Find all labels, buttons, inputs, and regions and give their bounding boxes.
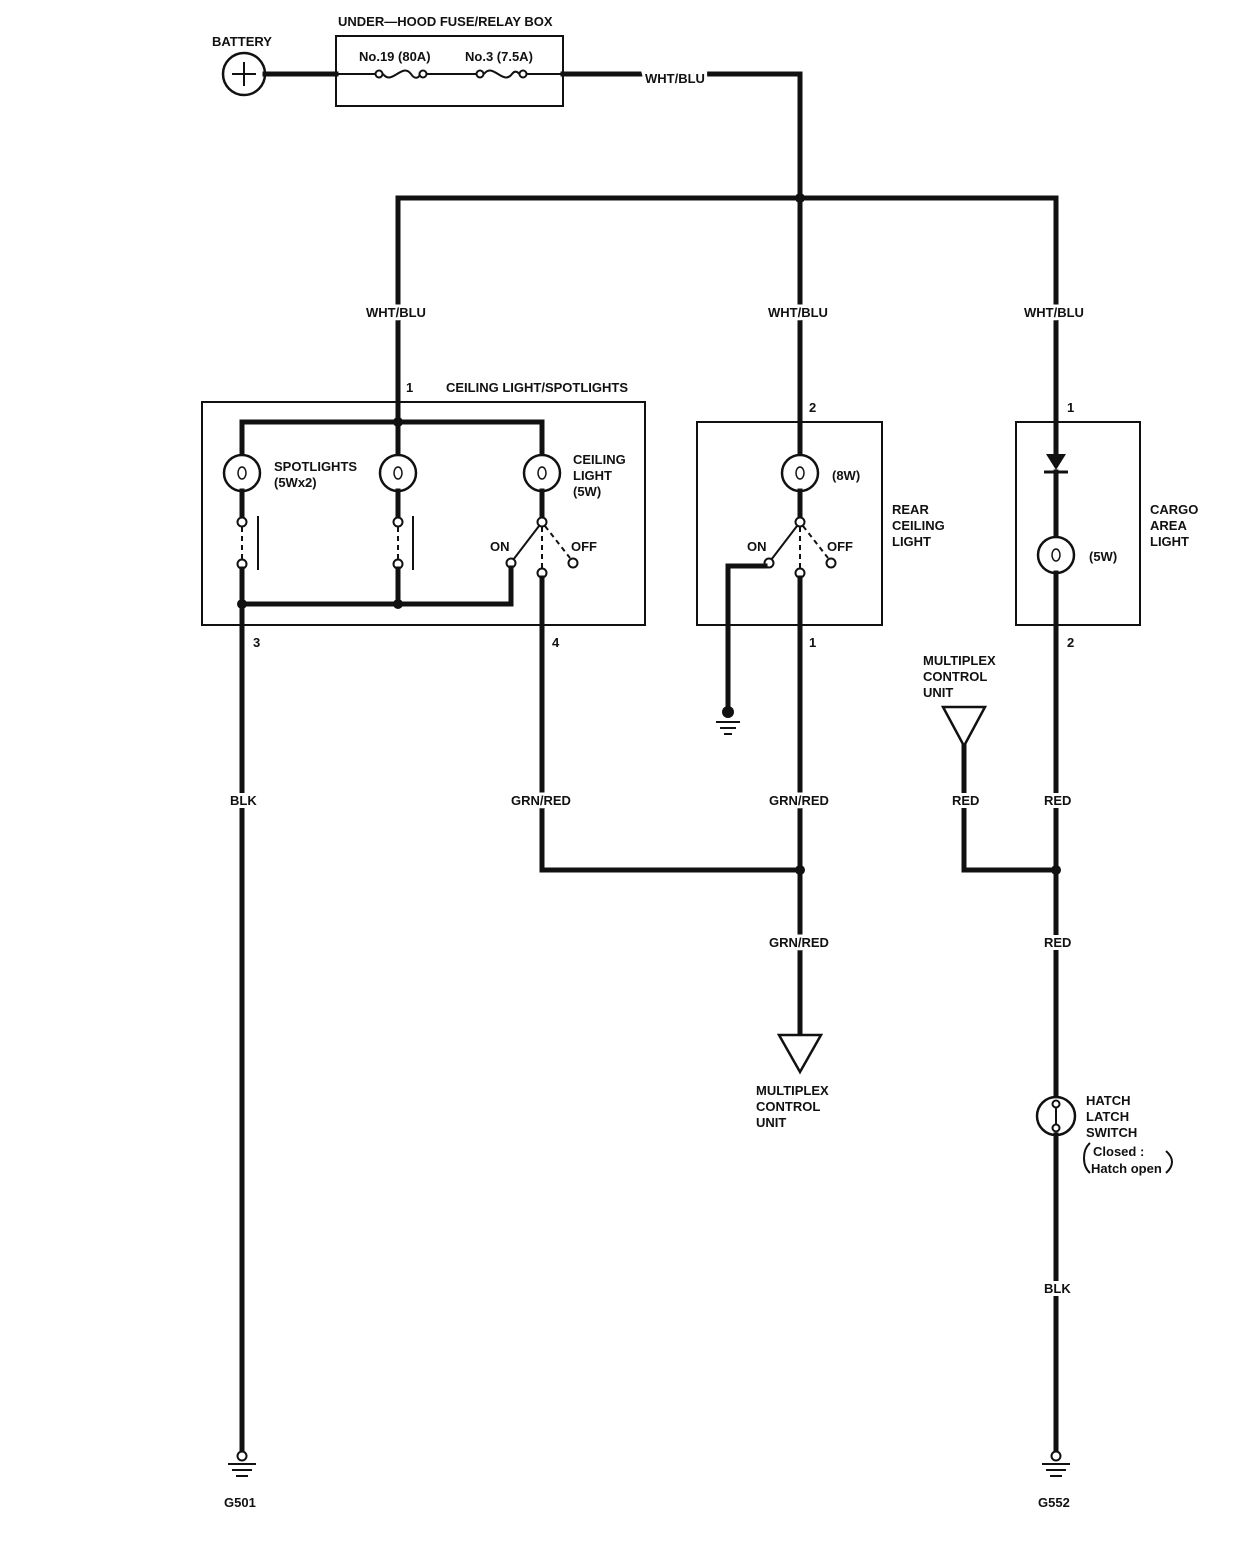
spotlights-label: SPOTLIGHTS — [274, 459, 357, 474]
fuse-box-title: UNDER—HOOD FUSE/RELAY BOX — [338, 14, 553, 29]
fuse-19-label: No.19 (80A) — [359, 49, 431, 64]
mcu-top-line2: CONTROL — [923, 669, 987, 684]
mcu-top-connector: MULTIPLEX CONTROL UNIT — [923, 653, 996, 749]
ground-g552: G552 — [1038, 1450, 1070, 1510]
wire-mcu-red-label: RED — [952, 793, 979, 808]
ceiling-pin-1: 1 — [406, 380, 413, 395]
cargo-label-1: CARGO — [1150, 502, 1198, 517]
rear-ceiling-label-2: CEILING — [892, 518, 945, 533]
mcu-top-line3: UNIT — [923, 685, 953, 700]
ceiling-light-unit: CEILING LIGHT/SPOTLIGHTS 1 SPOTLIGHTS (5… — [201, 380, 646, 650]
spotlight-switch-2 — [392, 516, 414, 607]
rear-ceiling-label-3: LIGHT — [892, 534, 931, 549]
spotlight-switch-1 — [236, 516, 259, 607]
cargo-diode — [1044, 454, 1068, 474]
rear-ceiling-light-unit: 2 (8W) ON OFF 1 — [696, 400, 883, 715]
ceiling-switch-off-label: OFF — [571, 539, 597, 554]
ground-g501-label: G501 — [224, 1495, 256, 1510]
wire-mcu-in-label: GRN/RED — [769, 935, 829, 950]
wire-branch-left-label: WHT/BLU — [366, 305, 426, 320]
ceiling-light-label-1: CEILING — [573, 452, 626, 467]
spotlights-watt-label: (5Wx2) — [274, 475, 317, 490]
hatch-label-3: SWITCH — [1086, 1125, 1137, 1140]
hatch-latch-switch — [1035, 1095, 1077, 1137]
rear-switch-off-label: OFF — [827, 539, 853, 554]
fuse-relay-box: UNDER—HOOD FUSE/RELAY BOX No.19 (80A) No… — [335, 14, 564, 107]
cargo-area-light-unit: 1 (5W) 2 — [1015, 400, 1141, 650]
wire-ground-right-label: BLK — [1044, 1281, 1071, 1296]
ceiling-light-label-3: (5W) — [573, 484, 601, 499]
wire-ceiling-out-label: GRN/RED — [511, 793, 571, 808]
wire-cargo-out-label: RED — [1044, 793, 1071, 808]
spotlight-bulb-2 — [378, 453, 418, 519]
mcu-bottom-line1: MULTIPLEX — [756, 1083, 829, 1098]
ceiling-light-label-2: LIGHT — [573, 468, 612, 483]
cargo-pin-1: 1 — [1067, 400, 1074, 415]
rear-pin-1: 1 — [809, 635, 816, 650]
rear-ceiling-switch: ON OFF — [747, 516, 853, 579]
rear-ceiling-label-1: REAR — [892, 502, 929, 517]
rear-pin-2: 2 — [809, 400, 816, 415]
wire-branch-right-label: WHT/BLU — [1024, 305, 1084, 320]
mcu-bottom-connector: MULTIPLEX CONTROL UNIT — [756, 1033, 829, 1130]
mcu-bottom-line2: CONTROL — [756, 1099, 820, 1114]
wire-hatch-in-label: RED — [1044, 935, 1071, 950]
mcu-bottom-line3: UNIT — [756, 1115, 786, 1130]
ceiling-switch-on-label: ON — [490, 539, 510, 554]
ceiling-pin-4: 4 — [552, 635, 560, 650]
hatch-label-1: HATCH — [1086, 1093, 1131, 1108]
ceiling-unit-title: CEILING LIGHT/SPOTLIGHTS — [446, 380, 628, 395]
rear-watt-label: (8W) — [832, 468, 860, 483]
hatch-label-2: LATCH — [1086, 1109, 1129, 1124]
ceiling-pin-3: 3 — [253, 635, 260, 650]
cargo-label-3: LIGHT — [1150, 534, 1189, 549]
cargo-watt-label: (5W) — [1089, 549, 1117, 564]
wire-ground-left-label: BLK — [230, 793, 257, 808]
ceiling-light-switch: ON OFF — [490, 516, 597, 579]
cargo-label-2: AREA — [1150, 518, 1187, 533]
spotlight-bulb-1 — [222, 453, 262, 519]
rear-switch-on-label: ON — [747, 539, 767, 554]
rear-body-ground — [716, 706, 740, 735]
hatch-label-5: Hatch open — [1091, 1161, 1162, 1176]
ground-g501: G501 — [224, 1450, 256, 1510]
wire-main-label: WHT/BLU — [645, 71, 705, 86]
battery: BATTERY — [212, 34, 272, 97]
ceiling-light-bulb — [522, 453, 562, 519]
hatch-label-4: Closed : — [1093, 1144, 1144, 1159]
rear-ceiling-bulb — [780, 453, 820, 519]
wire-rear-out-label: GRN/RED — [769, 793, 829, 808]
battery-label: BATTERY — [212, 34, 272, 49]
cargo-light-bulb — [1036, 535, 1076, 575]
wire-branch-center-label: WHT/BLU — [768, 305, 828, 320]
fuse-3-label: No.3 (7.5A) — [465, 49, 533, 64]
cargo-pin-2: 2 — [1067, 635, 1074, 650]
mcu-top-line1: MULTIPLEX — [923, 653, 996, 668]
ground-g552-label: G552 — [1038, 1495, 1070, 1510]
